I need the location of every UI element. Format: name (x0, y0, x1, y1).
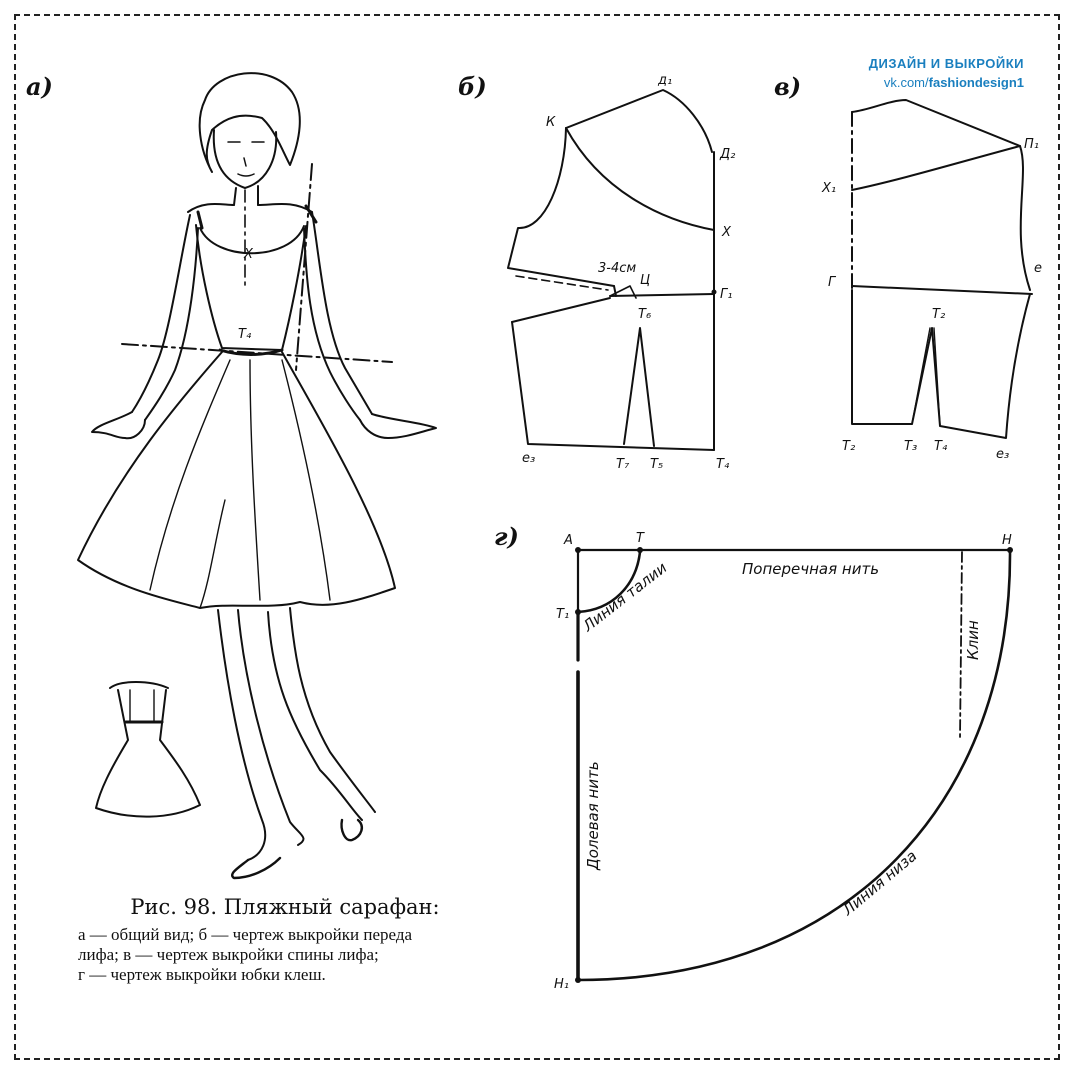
caption-title: Рис. 98. Пляжный сарафан: (130, 895, 440, 919)
front-label-d2: Д₂ (719, 147, 735, 162)
skirt-hem-line-label: Линия низа (838, 847, 920, 920)
point-n1-marker (575, 977, 581, 983)
watermark-title: ДИЗАЙН И ВЫКРОЙКИ (868, 56, 1024, 71)
watermark-url-bold: fashiondesign1 (928, 75, 1024, 90)
front-label-k: К (546, 115, 556, 130)
point-n-marker (1007, 547, 1013, 553)
dashed-border (14, 14, 1060, 1060)
back-label-e3: е₃ (996, 447, 1009, 462)
point-t-marker (637, 547, 643, 553)
front-label-x: Х (721, 225, 732, 240)
back-label-t3: Т₃ (904, 439, 917, 454)
panel-label-v: в) (774, 72, 802, 101)
front-label-e3: е₃ (522, 451, 535, 466)
back-bodice-labels: Х₁ П₁ Г е Т₂ Т₂ Т₃ Т₄ е₃ (821, 137, 1042, 462)
panel-label-g: г) (494, 522, 519, 551)
front-bodice-labels: д₁ К Д₂ Х Г₁ 3-4см Ц Т₆ е₃ Т₇ Т₅ Т₄ (522, 73, 735, 472)
back-label-e: е (1034, 261, 1042, 276)
figure-label-t4: Т₄ (238, 327, 252, 342)
dress-back-thumbnail (95, 681, 201, 818)
flared-skirt-pattern (576, 548, 1012, 982)
front-label-g1: Г₁ (720, 287, 732, 302)
skirt-gusset-label: Клин (964, 620, 982, 660)
front-label-t7: Т₇ (616, 457, 630, 472)
panel-label-a: а) (26, 72, 53, 101)
skirt-label-t: Т (636, 531, 645, 546)
figure-caption: Рис. 98. Пляжный сарафан: а — общий вид;… (40, 895, 530, 985)
skirt-labels: А Т Н Т₁ Н₁ Поперечная нить Линия талии … (554, 531, 1012, 992)
figure-label-x: Х (243, 247, 254, 262)
skirt-cross-grain-label: Поперечная нить (742, 560, 879, 578)
caption-line-3: г — чертеж выкройки юбки клеш. (78, 965, 326, 984)
front-label-size: 3-4см (598, 261, 636, 276)
front-label-t6: Т₆ (638, 307, 651, 322)
back-label-g: Г (828, 275, 837, 290)
front-label-d1: д₁ (657, 73, 672, 88)
figure-labels: Х Т₄ (238, 247, 254, 342)
point-markers (575, 289, 1013, 983)
skirt-lengthwise-grain-label: Долевая нить (584, 761, 602, 871)
watermark: ДИЗАЙН И ВЫКРОЙКИ vk.com/fashiondesign1 (869, 56, 1024, 90)
skirt-label-t1: Т₁ (556, 607, 569, 622)
panel-label-b: б) (458, 72, 487, 101)
back-bodice-pattern (851, 99, 1033, 439)
watermark-url[interactable]: vk.com/fashiondesign1 (869, 75, 1024, 90)
caption-description: а — общий вид; б — чертеж выкройки перед… (40, 925, 530, 985)
skirt-label-n: Н (1002, 533, 1012, 548)
front-label-t4: Т₄ (716, 457, 730, 472)
caption-line-1: а — общий вид; б — чертеж выкройки перед… (78, 925, 413, 944)
back-label-t4: Т₄ (934, 439, 948, 454)
point-a-marker (575, 547, 581, 553)
watermark-url-prefix: vk.com/ (883, 75, 929, 90)
back-label-t2-bottom: Т₂ (842, 439, 855, 454)
skirt-label-n1: Н₁ (554, 977, 569, 992)
point-t1-marker (575, 609, 581, 615)
back-label-x1: Х₁ (821, 181, 836, 196)
dress-figure-illustration (77, 72, 437, 880)
back-label-t2: Т₂ (932, 307, 945, 322)
point-g1-marker (711, 289, 717, 295)
skirt-waist-line-label: Линия талии (579, 558, 671, 635)
front-label-t5: Т₅ (650, 457, 663, 472)
caption-line-2: лифа; в — чертеж выкройки спины лифа; (78, 945, 379, 964)
back-label-p1: П₁ (1024, 137, 1039, 152)
front-label-ts: Ц (640, 273, 650, 288)
skirt-label-a: А (563, 533, 573, 548)
front-bodice-pattern (507, 89, 715, 451)
